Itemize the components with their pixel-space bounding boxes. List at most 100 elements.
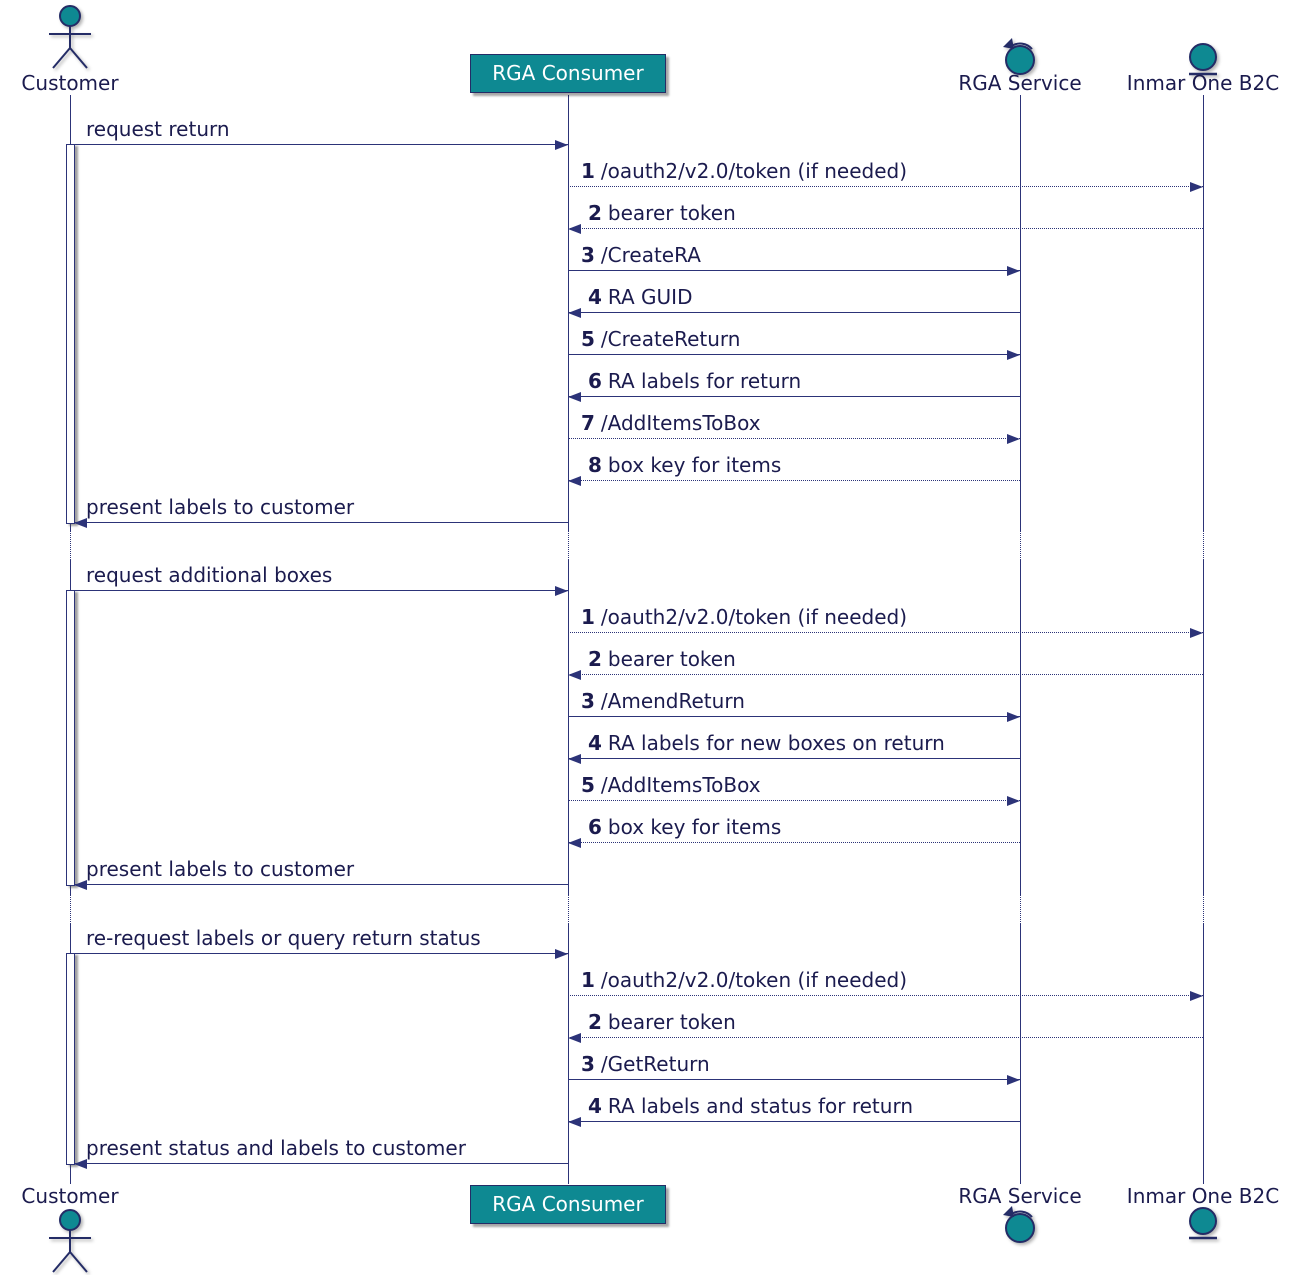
message-label-text: /oauth2/v2.0/token (if needed) bbox=[600, 968, 908, 992]
message-label-number: 1 bbox=[581, 605, 595, 629]
message-line bbox=[568, 800, 1020, 801]
message-arrowhead bbox=[1007, 265, 1020, 276]
message-arrowhead bbox=[568, 1032, 581, 1043]
entity-icon bbox=[1189, 1207, 1217, 1240]
message-label-number: 4 bbox=[588, 1094, 602, 1118]
customer-activation-bar bbox=[66, 590, 75, 886]
participant-box-rga-consumer-bottom: RGA Consumer bbox=[470, 1185, 666, 1224]
trigger-message-line bbox=[74, 144, 568, 145]
message-line bbox=[568, 354, 1020, 355]
message-line bbox=[568, 228, 1203, 229]
message-label-number: 4 bbox=[588, 731, 602, 755]
lifeline-consumer bbox=[567, 560, 569, 894]
control-icon bbox=[1003, 1206, 1035, 1243]
result-message-label-text: present status and labels to customer bbox=[86, 1136, 466, 1160]
message-label-text: bearer token bbox=[607, 1010, 736, 1034]
message-label-number: 2 bbox=[588, 647, 602, 671]
message-arrowhead bbox=[568, 223, 581, 234]
message-line bbox=[568, 270, 1020, 271]
participant-label-service-top: RGA Service bbox=[958, 71, 1082, 95]
lifeline-customer bbox=[69, 894, 71, 924]
trigger-message-label: request return bbox=[86, 115, 230, 143]
trigger-message-line bbox=[74, 590, 568, 591]
trigger-message-label-text: request return bbox=[86, 117, 230, 141]
message-line bbox=[568, 396, 1020, 397]
message-label: 3/GetReturn bbox=[581, 1050, 710, 1078]
message-line bbox=[568, 1079, 1020, 1080]
result-message-label: present labels to customer bbox=[86, 493, 354, 521]
result-message-line bbox=[74, 522, 568, 523]
message-label: 1/oauth2/v2.0/token (if needed) bbox=[581, 966, 907, 994]
message-line bbox=[568, 1121, 1020, 1122]
lifeline-b2c bbox=[1202, 560, 1204, 894]
message-label-number: 2 bbox=[588, 201, 602, 225]
trigger-message-arrowhead bbox=[555, 139, 568, 150]
trigger-message-arrowhead bbox=[555, 948, 568, 959]
customer-activation-bar bbox=[66, 144, 75, 524]
message-line bbox=[568, 312, 1020, 313]
result-message-label-text: present labels to customer bbox=[86, 495, 355, 519]
message-line bbox=[568, 758, 1020, 759]
lifeline-b2c bbox=[1202, 924, 1204, 1184]
result-message-line bbox=[74, 1163, 568, 1164]
message-label-text: RA GUID bbox=[607, 285, 693, 309]
message-label: 1/oauth2/v2.0/token (if needed) bbox=[581, 603, 907, 631]
result-message-line bbox=[74, 884, 568, 885]
message-label: 1/oauth2/v2.0/token (if needed) bbox=[581, 157, 907, 185]
message-arrowhead bbox=[1007, 795, 1020, 806]
message-label-text: RA labels for return bbox=[607, 369, 802, 393]
lifeline-b2c bbox=[1202, 530, 1204, 560]
result-message-label-text: present labels to customer bbox=[86, 857, 355, 881]
message-label-number: 3 bbox=[581, 243, 595, 267]
lifeline-service bbox=[1019, 894, 1021, 924]
entity-icon bbox=[1189, 43, 1217, 76]
message-label-number: 4 bbox=[588, 285, 602, 309]
message-label-text: box key for items bbox=[607, 815, 782, 839]
lifeline-customer bbox=[69, 530, 71, 560]
message-line bbox=[568, 716, 1020, 717]
message-arrowhead bbox=[568, 837, 581, 848]
message-label-number: 1 bbox=[581, 159, 595, 183]
message-label-number: 6 bbox=[588, 369, 602, 393]
participant-box-rga-consumer-top: RGA Consumer bbox=[470, 54, 666, 93]
message-label-number: 3 bbox=[581, 1052, 595, 1076]
message-label-text: RA labels for new boxes on return bbox=[607, 731, 945, 755]
message-arrowhead bbox=[568, 1116, 581, 1127]
lifeline-consumer bbox=[567, 530, 569, 560]
message-label-number: 7 bbox=[581, 411, 595, 435]
lifeline-service bbox=[1019, 95, 1021, 530]
actor-icon bbox=[49, 5, 91, 69]
lifeline-consumer bbox=[567, 924, 569, 1184]
message-arrowhead bbox=[1007, 433, 1020, 444]
trigger-message-arrowhead bbox=[555, 585, 568, 596]
message-line bbox=[568, 1037, 1203, 1038]
message-label-text: RA labels and status for return bbox=[607, 1094, 913, 1118]
message-label: 5/AddItemsToBox bbox=[581, 771, 761, 799]
message-label: 3/AmendReturn bbox=[581, 687, 745, 715]
message-label-text: /GetReturn bbox=[600, 1052, 710, 1076]
message-line bbox=[568, 842, 1020, 843]
message-arrowhead bbox=[568, 753, 581, 764]
trigger-message-line bbox=[74, 953, 568, 954]
trigger-message-label-text: request additional boxes bbox=[86, 563, 333, 587]
message-arrowhead bbox=[1190, 990, 1203, 1001]
lifeline-service bbox=[1019, 560, 1021, 894]
lifeline-service bbox=[1019, 924, 1021, 1184]
message-line bbox=[568, 632, 1203, 633]
message-arrowhead bbox=[568, 669, 581, 680]
message-label-number: 5 bbox=[581, 773, 595, 797]
message-line bbox=[568, 995, 1203, 996]
message-label-number: 1 bbox=[581, 968, 595, 992]
message-label-text: bearer token bbox=[607, 647, 736, 671]
message-label: 7/AddItemsToBox bbox=[581, 409, 761, 437]
participant-label-b2c-bottom: Inmar One B2C bbox=[1126, 1184, 1280, 1208]
message-label-text: /AmendReturn bbox=[600, 689, 745, 713]
